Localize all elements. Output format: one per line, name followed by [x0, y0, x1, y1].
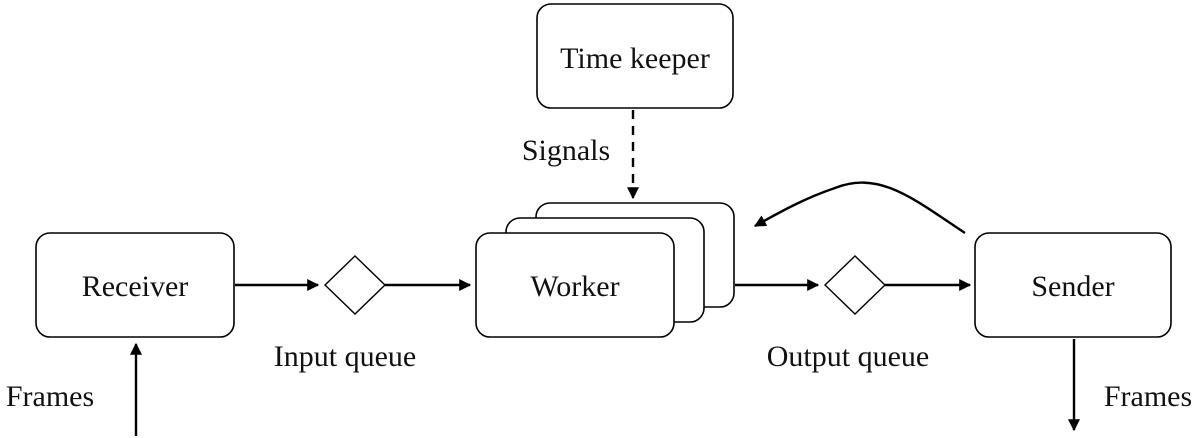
sender-label: Sender	[1031, 270, 1114, 303]
signals-label: Signals	[522, 134, 610, 167]
sender-node: Sender	[974, 232, 1172, 338]
input-queue-label: Input queue	[274, 340, 416, 373]
frames-out-label: Frames	[1104, 380, 1192, 413]
receiver-node: Receiver	[35, 232, 235, 338]
time-keeper-label: Time keeper	[560, 42, 710, 75]
worker-label: Worker	[530, 270, 619, 303]
worker-node-front	[475, 232, 675, 338]
worker-node-stack: Worker	[475, 202, 735, 338]
output-queue-label: Output queue	[767, 340, 929, 373]
time-keeper-node: Time keeper	[536, 3, 734, 109]
frames-in-label: Frames	[6, 380, 94, 413]
output-queue-diamond	[823, 255, 887, 315]
sender-to-worker-feedback-edge	[753, 181, 966, 235]
receiver-label: Receiver	[82, 270, 189, 303]
input-queue-diamond	[323, 255, 387, 315]
